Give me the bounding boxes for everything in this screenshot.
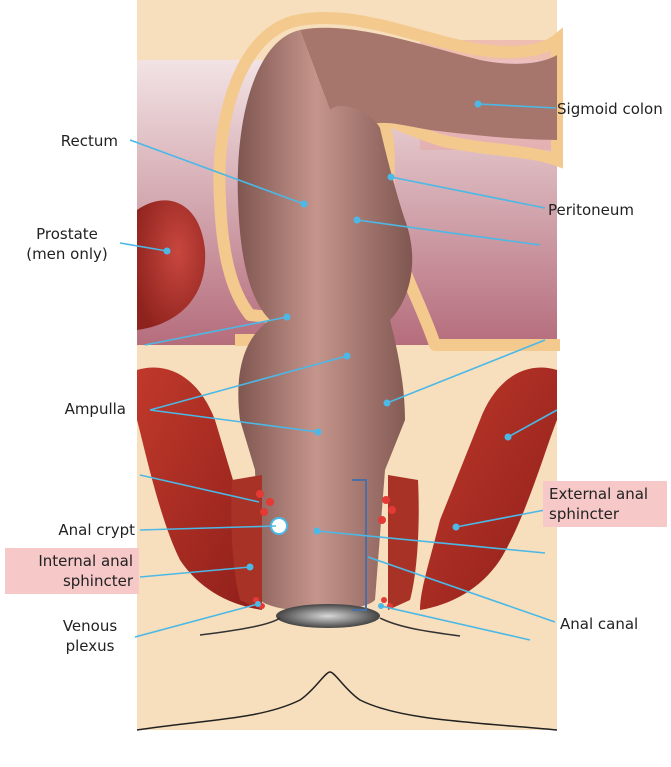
label-external-sphincter: External anal sphincter [543, 481, 667, 527]
dot-prostate [164, 248, 171, 255]
dot-anal-canal [314, 528, 321, 535]
label-venous-plexus-line2: plexus [50, 636, 130, 656]
label-internal-sphincter: Internal anal sphincter [5, 548, 139, 594]
label-ampulla: Ampulla [40, 399, 126, 419]
label-external-sphincter-line1: External anal [549, 484, 661, 504]
label-anal-canal: Anal canal [560, 614, 638, 634]
dot-venous-plexus [255, 601, 261, 607]
anal-opening [276, 604, 380, 628]
dot-ampulla-1 [344, 353, 351, 360]
dot-ampulla-2 [315, 429, 322, 436]
label-external-sphincter-line2: sphincter [549, 504, 661, 524]
dot-sigmoid [475, 101, 482, 108]
dot-peritoneum-4 [384, 400, 391, 407]
label-prostate-line1: Prostate [12, 224, 122, 244]
label-prostate: Prostate (men only) [12, 224, 122, 264]
label-internal-sphincter-line1: Internal anal [11, 551, 133, 571]
label-venous-plexus: Venous plexus [50, 616, 130, 656]
label-prostate-line2: (men only) [12, 244, 122, 264]
label-venous-plexus-line1: Venous [50, 616, 130, 636]
dot-internal-sphincter [247, 564, 254, 571]
dot-rectum [301, 201, 308, 208]
dot-external-sphincter [453, 524, 460, 531]
dot-levator [505, 434, 512, 441]
dot-peritoneum-3 [284, 314, 291, 321]
dot-anal-canal-right [378, 603, 384, 609]
dot-peritoneum-2 [354, 217, 361, 224]
label-internal-sphincter-line2: sphincter [11, 571, 133, 591]
label-anal-crypt: Anal crypt [20, 520, 135, 540]
label-peritoneum: Peritoneum [548, 200, 634, 220]
label-rectum: Rectum [40, 131, 118, 151]
label-sigmoid-colon: Sigmoid colon [557, 99, 663, 119]
dot-peritoneum-1 [388, 174, 395, 181]
